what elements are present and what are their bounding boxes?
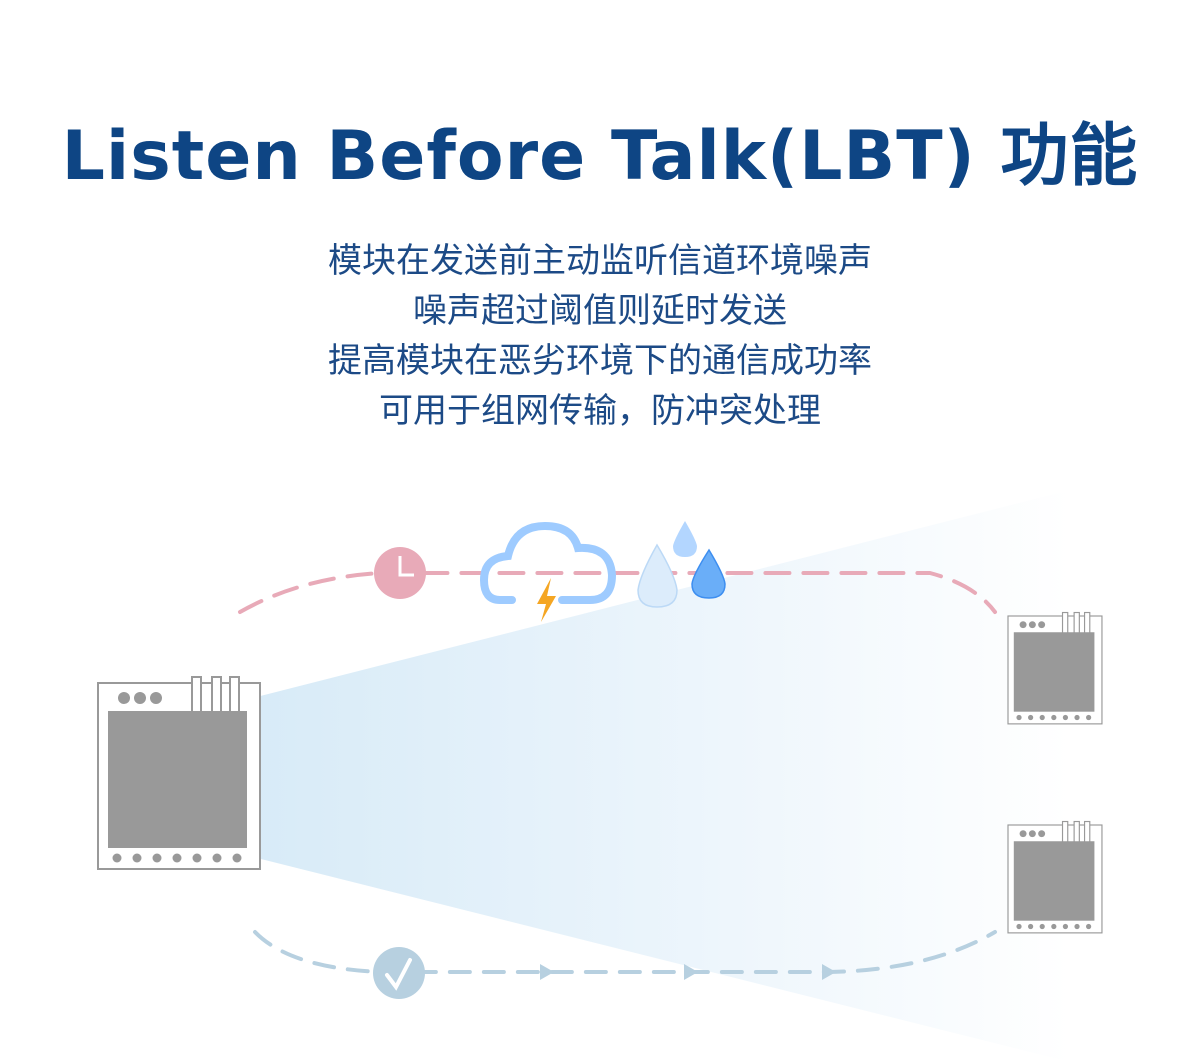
delay-path	[238, 571, 997, 614]
feature-description: 模块在发送前主动监听信道环境噪声 噪声超过阈值则延时发送 提高模块在恶劣环境下的…	[0, 236, 1200, 436]
receiver-module-icon	[1007, 820, 1103, 934]
arrow-icon	[540, 964, 836, 980]
signal-beam	[225, 490, 1070, 1062]
description-line: 可用于组网传输，防冲突处理	[379, 391, 821, 431]
description-line: 噪声超过阈值则延时发送	[413, 291, 787, 331]
page-title: Listen Before Talk(LBT) 功能	[61, 117, 1139, 196]
cloud-lightning-icon	[479, 521, 617, 622]
description-line: 提高模块在恶劣环境下的通信成功率	[328, 341, 872, 381]
receiver-module-icon	[1007, 611, 1103, 725]
clock-icon	[374, 547, 426, 599]
sender-module-icon	[97, 676, 261, 870]
check-icon	[373, 947, 425, 999]
description-line: 模块在发送前主动监听信道环境噪声	[328, 241, 872, 281]
water-drop-icon	[637, 521, 726, 608]
